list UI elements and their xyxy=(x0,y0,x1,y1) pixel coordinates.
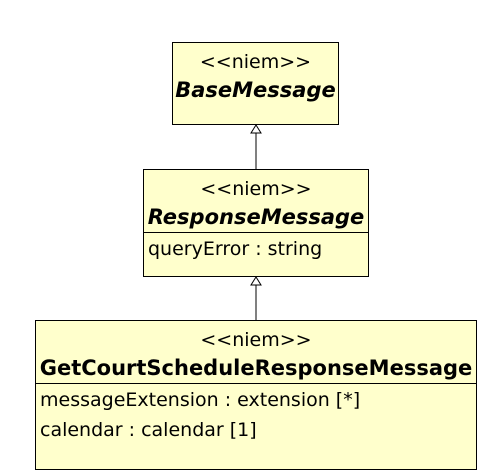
inheritance-arrowhead xyxy=(250,276,262,286)
class-stereotype: <<niem>> xyxy=(200,178,312,200)
class-name: ResponseMessage xyxy=(147,205,365,229)
attribute-compartment: queryError : string xyxy=(144,232,368,264)
class-header: <<niem>> BaseMessage xyxy=(173,43,338,105)
generalization-response-to-base[interactable] xyxy=(250,124,262,169)
class-stereotype: <<niem>> xyxy=(199,51,312,73)
attribute-message-extension: messageExtension : extension [*] xyxy=(40,389,361,411)
generalization-connectors xyxy=(250,124,262,320)
class-response-message[interactable]: <<niem>> ResponseMessage queryError : st… xyxy=(143,169,369,277)
attribute-compartment: messageExtension : extension [*] calenda… xyxy=(36,383,476,445)
class-get-court-schedule-response-message[interactable]: <<niem>> GetCourtScheduleResponseMessage… xyxy=(35,320,477,470)
attribute-query-error: queryError : string xyxy=(148,238,323,260)
class-stereotype: <<niem>> xyxy=(200,329,312,351)
generalization-getcourt-to-response[interactable] xyxy=(250,276,262,320)
class-header: <<niem>> ResponseMessage xyxy=(144,170,368,232)
inheritance-arrowhead xyxy=(250,124,262,134)
attribute-calendar: calendar : calendar [1] xyxy=(40,419,257,441)
class-base-message[interactable]: <<niem>> BaseMessage xyxy=(172,42,339,125)
class-name: GetCourtScheduleResponseMessage xyxy=(39,356,473,380)
class-name: BaseMessage xyxy=(175,78,336,102)
class-header: <<niem>> GetCourtScheduleResponseMessage xyxy=(36,321,476,383)
